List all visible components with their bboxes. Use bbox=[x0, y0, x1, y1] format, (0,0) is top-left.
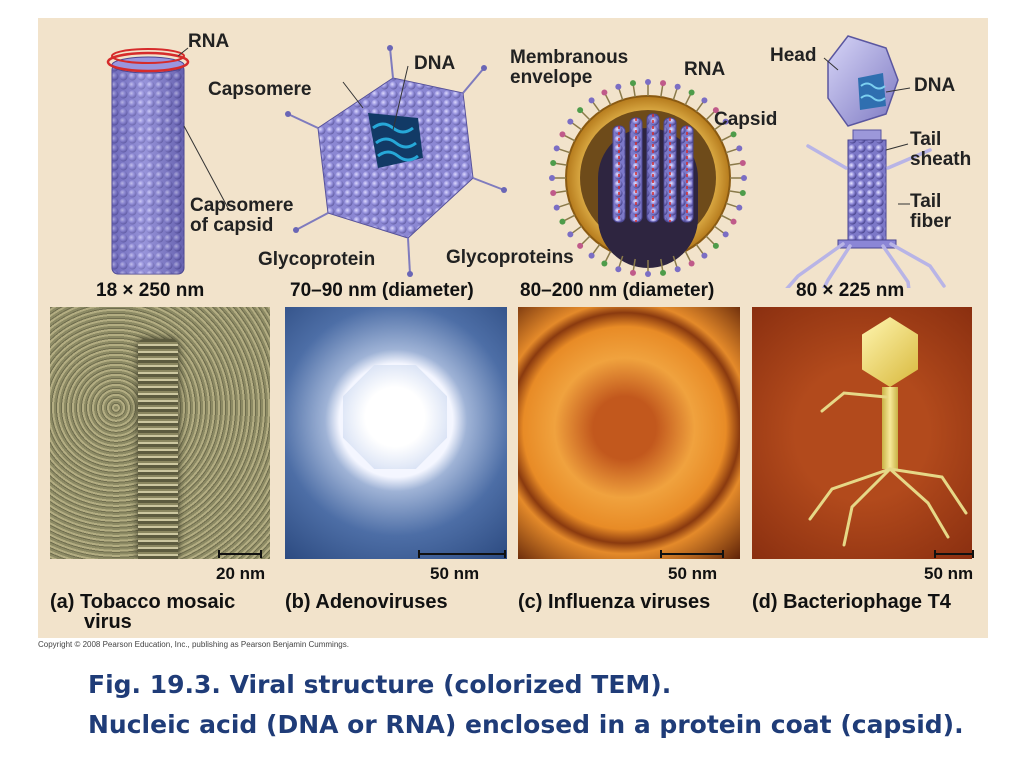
scale-label-phage: 50 nm bbox=[924, 564, 974, 583]
micrograph-phage bbox=[752, 307, 972, 559]
scale-bar-adenovirus bbox=[418, 550, 506, 558]
dimension-adenovirus: 70–90 nm (diameter) bbox=[290, 280, 474, 301]
caption-a: (a) Tobacco mosaic virus bbox=[50, 591, 236, 633]
label-dna-adeno: DNA bbox=[414, 53, 456, 74]
phage-illustration bbox=[785, 35, 946, 288]
adenovirus-illustration bbox=[285, 45, 507, 277]
scale-label-adenovirus: 50 nm bbox=[430, 564, 480, 583]
label-capsid: Capsid bbox=[714, 109, 778, 130]
label-glycoprotein: Glycoprotein bbox=[258, 249, 376, 270]
micrograph-adenovirus bbox=[285, 307, 507, 559]
scale-bar-phage bbox=[934, 550, 974, 558]
tmv-illustration bbox=[106, 47, 229, 275]
glycoprotein-spikes bbox=[549, 79, 747, 277]
influenza-illustration bbox=[565, 95, 731, 268]
dimension-influenza: 80–200 nm (diameter) bbox=[520, 280, 715, 301]
scale-label-influenza: 50 nm bbox=[668, 564, 718, 583]
label-head: Head bbox=[770, 45, 817, 66]
micrograph-influenza bbox=[518, 307, 740, 559]
micrograph-tmv bbox=[50, 307, 270, 559]
caption-b: (b) Adenoviruses bbox=[285, 591, 448, 613]
label-rna-influenza: RNA bbox=[684, 59, 726, 80]
label-capsomere: Capsomere bbox=[208, 79, 312, 100]
label-dna-phage: DNA bbox=[914, 75, 956, 96]
caption-c: (c) Influenza viruses bbox=[518, 591, 711, 613]
label-rna-tmv: RNA bbox=[188, 31, 230, 52]
dimension-phage: 80 × 225 nm bbox=[796, 280, 905, 301]
scale-label-tmv: 20 nm bbox=[216, 564, 266, 583]
virus-illustrations bbox=[106, 35, 946, 288]
scale-bar-tmv bbox=[218, 550, 262, 558]
scale-bar-influenza bbox=[660, 550, 724, 558]
label-glycoproteins: Glycoproteins bbox=[446, 247, 574, 268]
copyright-notice: Copyright © 2008 Pearson Education, Inc.… bbox=[38, 640, 349, 649]
figure-caption-line1: Fig. 19.3. Viral structure (colorized TE… bbox=[88, 670, 672, 699]
figure-caption-line2: Nucleic acid (DNA or RNA) enclosed in a … bbox=[88, 710, 964, 739]
dimension-tmv: 18 × 250 nm bbox=[96, 280, 205, 301]
caption-d: (d) Bacteriophage T4 bbox=[752, 591, 951, 613]
